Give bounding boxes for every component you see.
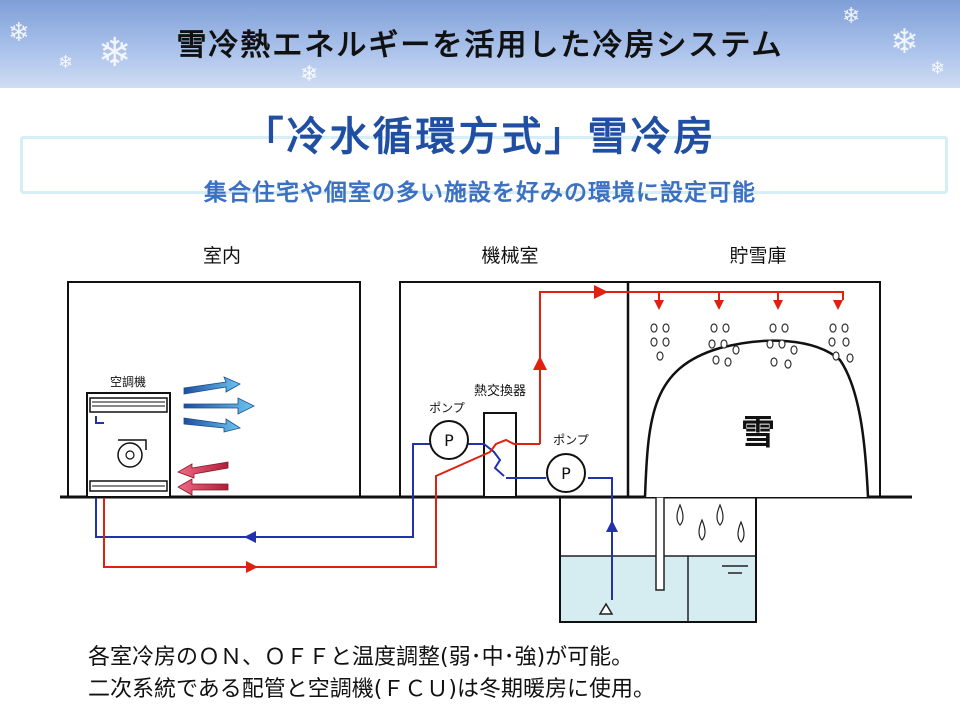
water-spray-drops	[650, 323, 854, 369]
snowflake-icon: ❄	[842, 4, 861, 29]
heat-exchanger-label: 熱交換器	[474, 383, 526, 399]
sprinkler-heads	[654, 300, 843, 310]
chilled-water-pipe	[468, 443, 505, 477]
snowflake-icon: ❄	[930, 58, 946, 79]
aircon-coil-pipe	[95, 416, 104, 424]
room-label-storage: 貯雪庫	[729, 245, 786, 267]
return-water-pipe	[103, 423, 540, 568]
flow-arrow-up	[606, 520, 618, 532]
meltwater-tank	[559, 497, 757, 623]
room-label-machine: 機械室	[481, 245, 538, 267]
banner-title: 「冷水循環方式」雪冷房	[243, 114, 717, 160]
note-line-2: 二次系統である配管と空調機(ＦＣＵ)は冬期暖房に使用。	[88, 677, 655, 702]
warm-air-arrows	[177, 461, 229, 496]
pump-right-symbol: P	[561, 464, 571, 483]
pump-left-icon	[429, 420, 469, 460]
snowflake-icon: ❄	[890, 22, 919, 62]
flow-arrow-left	[244, 531, 256, 543]
aircon-outlet-louver	[89, 397, 168, 413]
heat-exchanger	[483, 412, 517, 498]
header-band: ❄ ❄ ❄ ❄ ❄ ❄ ❄ 雪冷熱エネルギーを活用した冷房システム	[0, 0, 960, 88]
room-label-indoor: 室内	[203, 245, 241, 267]
notes: 各室冷房のＯＮ、ＯＦＦと温度調整(弱･中･強)が可能。 二次系統である配管と空調…	[88, 642, 655, 706]
meltwater-drops	[676, 503, 745, 543]
snowflake-icon: ❄	[58, 52, 74, 73]
flow-arrow-up	[533, 356, 547, 370]
snowflake-icon: ❄	[98, 30, 132, 76]
snowflake-icon: ❄	[8, 18, 30, 48]
snowflake-icon: ❄	[300, 62, 319, 87]
aircon-fan-housing	[118, 439, 147, 450]
pump-left-symbol: P	[444, 431, 454, 450]
note-line-1: 各室冷房のＯＮ、ＯＦＦと温度調整(弱･中･強)が可能。	[88, 645, 634, 670]
flow-arrow-right	[594, 285, 608, 299]
flow-arrow-right	[246, 561, 258, 573]
banner-frame	[20, 136, 948, 194]
pump-right-icon	[546, 453, 586, 493]
indoor-room-wall	[67, 281, 361, 497]
banner-subtitle: 集合住宅や個室の多い施設を好みの環境に設定可能	[204, 180, 756, 206]
header-title: 雪冷熱エネルギーを活用した冷房システム	[176, 28, 784, 63]
weir-plate	[655, 496, 665, 591]
aircon-fan-hub	[125, 450, 135, 460]
snow-pile	[643, 339, 870, 498]
aircon-label: 空調機	[110, 374, 146, 389]
melt-water-pipe	[588, 477, 613, 600]
foot-valve-icon	[598, 602, 614, 615]
snow-label: 雪	[741, 413, 775, 453]
machine-room-wall	[399, 281, 881, 497]
cool-air-arrows	[183, 376, 255, 433]
pump-left-label: ポンプ	[429, 401, 465, 415]
pump-right-label: ポンプ	[553, 433, 589, 447]
